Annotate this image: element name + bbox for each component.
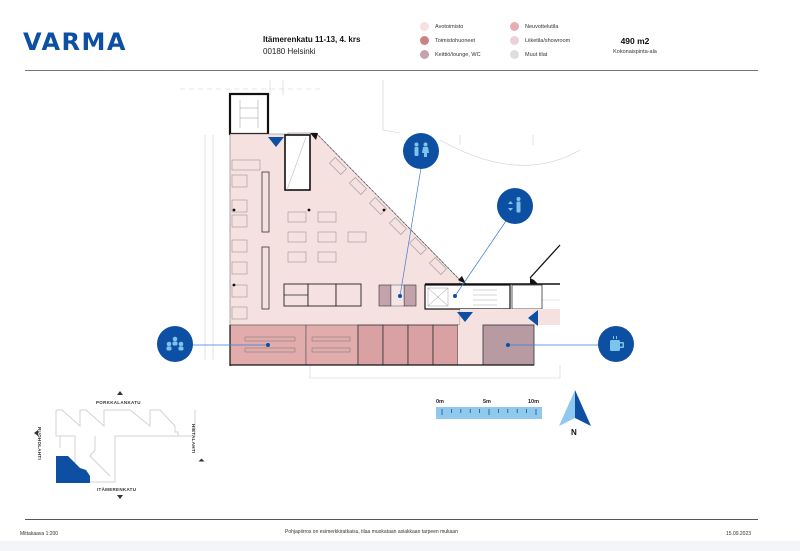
swatch-icon bbox=[420, 22, 429, 31]
north-arrow-icon bbox=[559, 390, 591, 426]
bottom-band bbox=[0, 541, 800, 551]
footer-divider bbox=[25, 519, 758, 520]
street-north: PORKKALANKATU bbox=[96, 400, 141, 405]
legend-label: Muut tilat bbox=[525, 51, 548, 58]
locator-map bbox=[34, 391, 205, 499]
swatch-icon bbox=[510, 36, 519, 45]
swatch-icon bbox=[510, 22, 519, 31]
legend-label: Keittiö/lounge, WC bbox=[435, 51, 481, 58]
address-city: 00180 Helsinki bbox=[263, 47, 316, 56]
address-street: Itämerenkatu 11-13, 4. krs bbox=[263, 35, 361, 44]
total-area: 490 m2 Kokonaispinta-ala bbox=[605, 36, 665, 55]
swatch-icon bbox=[510, 50, 519, 59]
area-value: 490 m2 bbox=[620, 36, 650, 46]
header-divider bbox=[25, 70, 758, 71]
legend-label: Toimistohuoneet bbox=[435, 37, 476, 44]
address-block: Itämerenkatu 11-13, 4. krs 00180 Helsink… bbox=[263, 35, 360, 56]
street-south: ITÄMERENKATU bbox=[97, 487, 137, 492]
legend-item-kitchen: Keittiö/lounge, WC bbox=[420, 50, 510, 59]
legend: Avotoimisto Neuvottelutila Toimistohuone… bbox=[420, 22, 590, 59]
legend-label: Neuvottelutila bbox=[525, 23, 559, 30]
scale-label-5: 5m bbox=[483, 399, 491, 405]
footer-scale: Mittakaava 1:200 bbox=[20, 531, 59, 537]
varma-logo: VARMA bbox=[23, 28, 127, 56]
street-west: RUOHOLAHTI bbox=[37, 427, 42, 460]
swatch-icon bbox=[420, 50, 429, 59]
street-east: HIETALAHTI bbox=[191, 424, 196, 454]
scale-bar bbox=[436, 407, 542, 419]
legend-item-other: Muut tilat bbox=[510, 50, 600, 59]
scale-label-10: 10m bbox=[528, 399, 540, 405]
footer-note: Pohjapiirros on esimerkkiratkaisu, tilaa… bbox=[285, 529, 458, 535]
area-label: Kokonaispinta-ala bbox=[613, 49, 657, 55]
meeting-room-icon[interactable] bbox=[157, 326, 193, 362]
swatch-icon bbox=[420, 36, 429, 45]
legend-item-offices: Toimistohuoneet bbox=[420, 36, 510, 45]
north-label: N bbox=[571, 428, 577, 437]
elevator-icon[interactable] bbox=[497, 188, 533, 224]
legend-item-showroom: Liiketila/showroom bbox=[510, 36, 600, 45]
coffee-icon[interactable] bbox=[598, 326, 634, 362]
footer-date: 15.09.2023 bbox=[726, 531, 752, 537]
legend-item-open-office: Avotoimisto bbox=[420, 22, 510, 31]
scale-label-0: 0m bbox=[436, 399, 444, 405]
legend-item-meeting-room: Neuvottelutila bbox=[510, 22, 600, 31]
legend-label: Avotoimisto bbox=[435, 23, 464, 30]
restroom-icon[interactable] bbox=[403, 133, 439, 169]
legend-label: Liiketila/showroom bbox=[525, 37, 571, 44]
